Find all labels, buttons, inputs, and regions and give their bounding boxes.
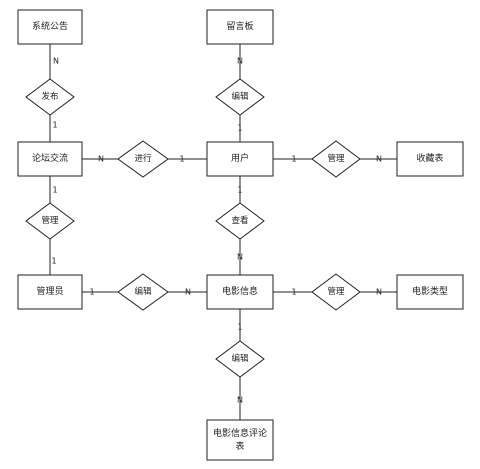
card-msg-bottom: 1 [237,124,242,133]
card-fav-right: N [376,155,382,164]
entities [17,9,464,461]
entity-review-label-line2: 表 [235,440,244,452]
relation-edit-message[interactable] [215,78,265,116]
card-msg-top: N [237,57,243,66]
entity-review-label-line1: 电影信息评论 [213,427,267,439]
relation-manage-type-label: 管理 [327,286,345,297]
relationships [25,78,361,378]
entity-announcement[interactable] [17,9,83,45]
relation-view[interactable] [215,202,265,240]
entity-forum[interactable] [17,141,83,177]
relation-manage-favorites[interactable] [311,140,361,178]
entity-labels: 系统公告 留言板 论坛交流 用户 收藏表 管理员 电影信息 电影类型 电影信息评… [32,20,448,452]
card-view-bottom: N [237,253,243,262]
card-publish-bottom: 1 [52,121,57,130]
relation-publish[interactable] [25,78,75,116]
entity-user-label: 用户 [231,152,249,164]
relationship-labels: 发布 编辑 进行 管理 管理 查看 编辑 管理 编辑 [41,91,345,364]
card-proceed-right: 1 [179,155,184,164]
entity-favorites[interactable] [396,141,464,177]
relation-edit-movie[interactable] [117,273,169,311]
card-manage-forum-bottom: 1 [51,257,56,266]
relation-publish-label: 发布 [41,91,58,102]
entity-movie-type-label: 电影类型 [412,285,448,297]
card-type-left: 1 [291,288,296,297]
card-fav-left: 1 [291,155,296,164]
entity-user[interactable] [206,141,274,177]
card-type-right: N [376,288,382,297]
cardinality-labels: N 1 N 1 N 1 1 N 1 1 1 N 1 N 1 N 1 N [51,57,382,405]
relation-manage-forum-label: 管理 [41,215,59,226]
card-review-bottom: N [237,396,243,405]
relation-manage-type[interactable] [311,273,361,311]
card-publish-top: N [53,57,59,66]
relation-edit-review-label: 编辑 [231,353,249,364]
connector-lines [49,44,397,420]
card-proceed-left: N [98,155,104,164]
card-edit-movie-left: 1 [89,288,94,297]
relation-view-label: 查看 [231,215,248,226]
entity-message-board[interactable] [206,9,274,45]
entity-admin[interactable] [17,274,83,310]
relation-edit-movie-label: 编辑 [134,286,152,297]
relation-manage-forum[interactable] [25,202,75,240]
entity-review[interactable] [206,419,274,461]
card-manage-forum-top: 1 [52,186,57,195]
entity-movie-info-label: 电影信息 [222,285,258,297]
relation-proceed-label: 进行 [134,153,152,164]
relation-edit-message-label: 编辑 [231,91,249,102]
entity-favorites-label: 收藏表 [416,152,443,164]
relation-manage-favorites-label: 管理 [327,153,345,164]
card-review-top: 1 [237,323,242,332]
entity-movie-info[interactable] [206,274,274,310]
entity-announcement-label: 系统公告 [32,20,68,32]
entity-movie-type[interactable] [396,274,464,310]
entity-forum-label: 论坛交流 [32,152,68,164]
card-view-top: 1 [237,186,242,195]
entity-admin-label: 管理员 [36,285,63,297]
relation-edit-review[interactable] [215,340,265,378]
relation-proceed[interactable] [117,140,169,178]
entity-message-board-label: 留言板 [226,20,253,32]
card-edit-movie-right: N [185,288,191,297]
